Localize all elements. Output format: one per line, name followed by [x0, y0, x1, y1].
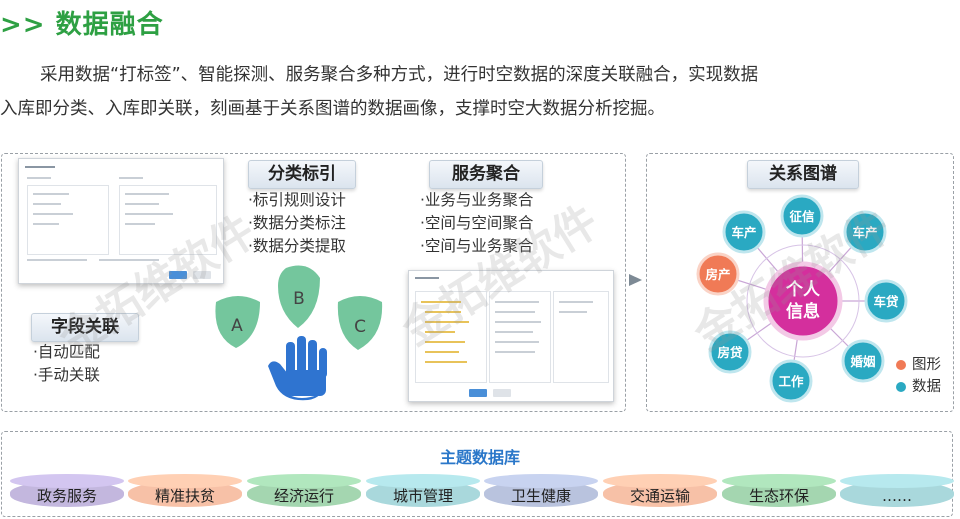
drop-b-label: B [293, 289, 305, 309]
field-link-item-auto: ·自动匹配 [33, 343, 100, 361]
drop-a-icon: A [215, 296, 260, 348]
page-title: >> 数据融合 [0, 10, 164, 40]
svg-text:房贷: 房贷 [717, 345, 743, 360]
svg-text:车产: 车产 [731, 225, 756, 240]
arrow-right-icon [629, 272, 643, 291]
legend-data-dot [896, 382, 906, 392]
graph-node-car-property-2: 车产 [843, 210, 887, 254]
graph-title: 关系图谱 [747, 160, 859, 189]
drop-a-label: A [231, 316, 243, 336]
db-item-government: 政务服务 [10, 481, 124, 507]
service-item-space-space: ·空间与空间聚合 [420, 214, 534, 232]
service-item-biz-biz: ·业务与业务聚合 [420, 191, 534, 209]
classification-hand-illustration: A B C [215, 265, 383, 401]
db-item-economy: 经济运行 [247, 481, 361, 507]
db-item-city: 城市管理 [366, 481, 480, 507]
drop-b-icon: B [278, 265, 320, 328]
service-title: 服务聚合 [429, 160, 543, 189]
graph-node-car-property-1: 车产 [722, 210, 766, 254]
db-item-poverty: 精准扶贫 [128, 481, 242, 507]
db-item-health: 卫生健康 [484, 481, 598, 507]
svg-text:婚姻: 婚姻 [849, 354, 875, 369]
field-link-title: 字段关联 [31, 313, 139, 342]
svg-text:房产: 房产 [705, 267, 730, 282]
graph-node-marriage: 婚姻 [841, 339, 885, 383]
hand-icon [268, 336, 327, 401]
graph-node-credit: 征信 [780, 194, 824, 238]
db-item-ecology: 生态环保 [722, 481, 836, 507]
classify-item-labeling: ·数据分类标注 [248, 214, 346, 232]
db-item-transport: 交通运输 [603, 481, 717, 507]
intro-line-2: 入库即分类、入库即关联，刻画基于关系图谱的数据画像，支撑时空大数据分析挖掘。 [0, 99, 665, 119]
svg-text:车产: 车产 [852, 225, 877, 240]
legend-data: 数据 [896, 375, 941, 396]
graph-node-car-loan: 车贷 [864, 279, 908, 323]
center-node [763, 261, 843, 341]
legend-graphic-label: 图形 [912, 357, 941, 373]
svg-text:车贷: 车贷 [873, 294, 899, 309]
classify-item-rule-design: ·标引规则设计 [248, 191, 346, 209]
field-mapping-screenshot [18, 158, 224, 284]
service-aggregation-screenshot [408, 270, 614, 402]
center-label-line2: 信息 [786, 301, 820, 322]
center-ring [746, 244, 860, 358]
classify-item-extraction: ·数据分类提取 [248, 237, 346, 255]
theme-database-panel [1, 431, 953, 517]
drop-c-label: C [354, 317, 366, 337]
graph-node-job: 工作 [769, 359, 813, 403]
graph-node-house-property: 房产 [696, 252, 740, 296]
db-item-more: …… [840, 481, 954, 507]
center-label-line1: 个人 [785, 279, 821, 300]
graph-node-mortgage: 房贷 [708, 330, 752, 374]
classify-title: 分类标引 [248, 160, 356, 189]
legend-data-label: 数据 [912, 379, 941, 395]
intro-line-1: 采用数据“打标签”、智能探测、服务聚合多种方式，进行时空数据的深度关联融合，实现… [40, 65, 759, 85]
theme-database-title: 主题数据库 [439, 448, 520, 467]
fusion-methods-panel [1, 153, 626, 412]
relation-graph-panel [646, 153, 954, 412]
service-item-space-biz: ·空间与业务聚合 [420, 237, 534, 255]
legend-graphic-dot [896, 360, 906, 370]
intro-paragraph: 采用数据“打标签”、智能探测、服务聚合多种方式，进行时空数据的深度关联融合，实现… [0, 58, 960, 126]
relation-graph: 个人 信息 车产 征信 车产 房产 车贷 房贷 婚姻 工作 [696, 194, 908, 403]
svg-text:工作: 工作 [778, 374, 804, 389]
svg-text:征信: 征信 [789, 209, 815, 224]
legend-graphic: 图形 [896, 353, 941, 374]
drop-c-icon: C [337, 296, 383, 350]
field-link-item-manual: ·手动关联 [33, 366, 100, 384]
